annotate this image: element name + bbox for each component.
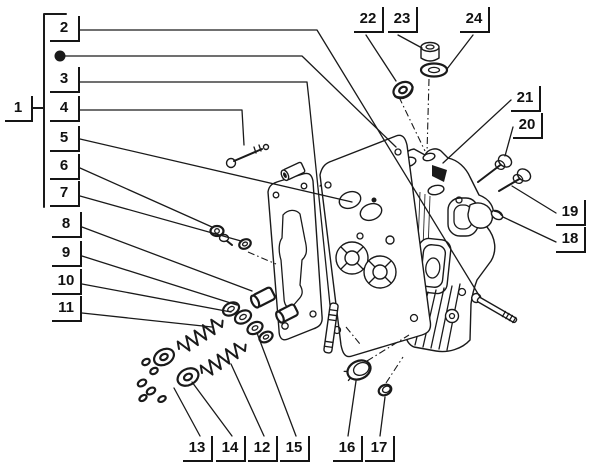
- leader-line-21: [442, 99, 512, 164]
- flange-bolt-upper: [477, 154, 513, 183]
- valve-spring-1: [176, 318, 224, 352]
- leader-line-23: [397, 34, 423, 49]
- rubber-bushing: [392, 80, 414, 100]
- callout-19[interactable]: 19: [556, 200, 586, 226]
- callout-10[interactable]: 10: [52, 269, 82, 295]
- leader-line-2: [79, 29, 481, 298]
- leader-line-13: [173, 387, 201, 437]
- leader-line-4: [79, 109, 245, 146]
- leader-line-14: [191, 381, 233, 437]
- flat-washer: [419, 62, 449, 78]
- callout-13[interactable]: 13: [183, 436, 213, 462]
- callout-23[interactable]: 23: [388, 7, 418, 33]
- leader-line-17: [379, 396, 386, 437]
- leader-line-20: [504, 126, 514, 157]
- stud-boss: [422, 152, 436, 162]
- leader-line-bullet: [64, 55, 397, 148]
- callout-5[interactable]: 5: [50, 126, 80, 152]
- filler-boss: [427, 184, 445, 196]
- leader-line-7: [79, 195, 242, 242]
- cap-nut: [420, 41, 440, 62]
- leader-line-11: [81, 312, 213, 328]
- cover-gasket: [267, 172, 323, 341]
- assembly-bullet-icon: [54, 50, 66, 62]
- stud-vertical: [323, 302, 339, 354]
- leader-line-10: [81, 283, 232, 313]
- gasket-oval-port-2: [359, 202, 383, 222]
- leader-line-18: [502, 216, 557, 243]
- leader-line-19: [511, 185, 557, 214]
- callout-14[interactable]: 14: [216, 436, 246, 462]
- callout-16[interactable]: 16: [333, 436, 363, 462]
- leader-line-5: [79, 138, 353, 203]
- spacer-cylinder: [280, 161, 306, 182]
- valve-guide-1: [249, 286, 276, 309]
- spring-retainer-2: [176, 367, 200, 387]
- valve-port-1: [335, 241, 369, 275]
- assembly-axis-lines: [247, 78, 430, 384]
- callout-8[interactable]: 8: [52, 212, 82, 238]
- callout-17[interactable]: 17: [365, 436, 395, 462]
- valve-spring-2: [199, 342, 247, 376]
- valve-guide-2: [275, 303, 299, 324]
- callout-1-bracket: [32, 13, 67, 208]
- leader-line-12: [230, 363, 265, 437]
- valve-cap: [490, 209, 504, 221]
- dome-plug-small: [377, 383, 393, 397]
- callout-4[interactable]: 4: [50, 96, 80, 122]
- callout-20[interactable]: 20: [513, 113, 543, 139]
- leader-line-15: [256, 332, 297, 437]
- callout-9[interactable]: 9: [52, 241, 82, 267]
- callout-7[interactable]: 7: [50, 181, 80, 207]
- callout-18[interactable]: 18: [556, 227, 586, 253]
- head-gasket: [319, 134, 432, 358]
- valve-keepers: [136, 357, 167, 404]
- valve-port-2: [363, 255, 397, 289]
- gasket-oval-port-1: [338, 190, 362, 210]
- callout-24[interactable]: 24: [460, 7, 490, 33]
- leader-line-6: [79, 167, 213, 228]
- callout-1[interactable]: 1: [5, 96, 33, 122]
- callout-3[interactable]: 3: [50, 67, 80, 93]
- dome-plug-large: [343, 359, 372, 382]
- callout-11[interactable]: 11: [52, 296, 82, 322]
- side-lobe-boss: [467, 202, 494, 229]
- spring-seat-washers: [221, 301, 274, 344]
- leader-line-24: [446, 34, 474, 70]
- seal-ring: [238, 238, 252, 250]
- dowel-pin: [225, 143, 270, 169]
- callout-6[interactable]: 6: [50, 154, 80, 180]
- leader-line-9: [81, 255, 238, 306]
- callout-21[interactable]: 21: [511, 86, 541, 112]
- stud-horizontal: [471, 292, 518, 324]
- leader-line-16: [347, 380, 357, 437]
- leader-line-3: [79, 81, 331, 306]
- flange-bolt-lower: [498, 168, 532, 192]
- leader-lines: [64, 29, 557, 437]
- casting-shadow: [432, 165, 447, 182]
- leader-line-8: [81, 226, 253, 292]
- spring-retainer-1: [152, 347, 176, 367]
- callout-2[interactable]: 2: [50, 16, 80, 42]
- callout-22[interactable]: 22: [354, 7, 384, 33]
- callout-15[interactable]: 15: [280, 436, 310, 462]
- leader-line-22: [365, 34, 397, 82]
- callout-12[interactable]: 12: [248, 436, 278, 462]
